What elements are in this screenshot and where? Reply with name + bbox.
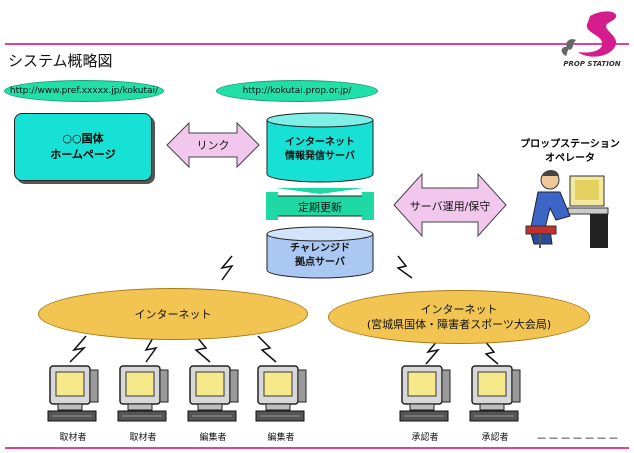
challenge-server-line2: 拠点サーバ <box>295 257 345 268</box>
computer-icon <box>117 365 169 422</box>
computer-icon <box>255 365 307 422</box>
logo-text: PROP STATION <box>563 60 621 68</box>
operator-label: プロップステーション オペレータ <box>512 138 628 166</box>
info-server-cylinder: インターネット 情報発信サーバ <box>266 112 374 184</box>
terminal-label: 取材者 <box>59 433 87 443</box>
computer-icon <box>399 365 451 422</box>
internet-ellipse-left: インターネット <box>38 288 308 340</box>
update-arrow: 定期更新 <box>266 188 374 224</box>
update-label: 定期更新 <box>298 201 342 214</box>
terminal-label: 編集者 <box>267 433 295 443</box>
terminal-computer: 編集者 <box>184 364 242 444</box>
terminal-computer: 承認者 <box>466 364 524 444</box>
homepage-line2: ホームページ <box>50 148 116 161</box>
prop-station-logo: PROP STATION <box>548 6 630 72</box>
computer-icon <box>469 365 521 422</box>
terminal-label: 取材者 <box>129 433 157 443</box>
terminal-label: 承認者 <box>411 433 439 443</box>
internet-right-line2: (宮城県国体・障害者スポーツ大会局) <box>366 318 552 331</box>
bottom-divider <box>5 447 629 449</box>
ops-label: サーバ運用/保守 <box>409 200 491 213</box>
operator-figure <box>520 168 612 250</box>
title-divider <box>5 43 629 45</box>
computer-icon <box>47 365 99 422</box>
terminal-computer: 編集者 <box>252 364 310 444</box>
terminal-label: 承認者 <box>481 433 509 443</box>
info-server-line1: インターネット <box>285 137 355 148</box>
operator-line2: オペレータ <box>545 153 595 164</box>
link-arrow: リンク <box>165 121 261 169</box>
link-label: リンク <box>196 139 230 152</box>
terminal-label: 編集者 <box>199 433 227 443</box>
url-right: http://kokutai.prop.or.jp/ <box>216 80 378 102</box>
computer-icon <box>187 365 239 422</box>
homepage-line1: ○○国体 <box>62 132 104 145</box>
ops-arrow: サーバ運用/保守 <box>392 172 508 238</box>
dash-mark: －－－－－－－ <box>536 432 620 445</box>
terminal-computer: 取材者 <box>114 364 172 444</box>
internet-left-label: インターネット <box>134 307 212 321</box>
terminal-computer: 取材者 <box>44 364 102 444</box>
internet-ellipse-right: インターネット (宮城県国体・障害者スポーツ大会局) <box>328 290 590 344</box>
terminal-computer: 承認者 <box>396 364 454 444</box>
challenge-server-line1: チャレンジド <box>290 243 350 254</box>
page-title: システム概略図 <box>8 52 113 70</box>
internet-right-line1: インターネット <box>420 303 498 316</box>
homepage-box: ○○国体 ホームページ <box>14 113 152 181</box>
operator-line1: プロップステーション <box>520 139 620 150</box>
url-left: http://www.pref.xxxxx.jp/kokutai/ <box>4 80 164 102</box>
challenge-server-cylinder: チャレンジド 拠点サーバ <box>266 226 374 280</box>
info-server-line2: 情報発信サーバ <box>285 151 355 162</box>
